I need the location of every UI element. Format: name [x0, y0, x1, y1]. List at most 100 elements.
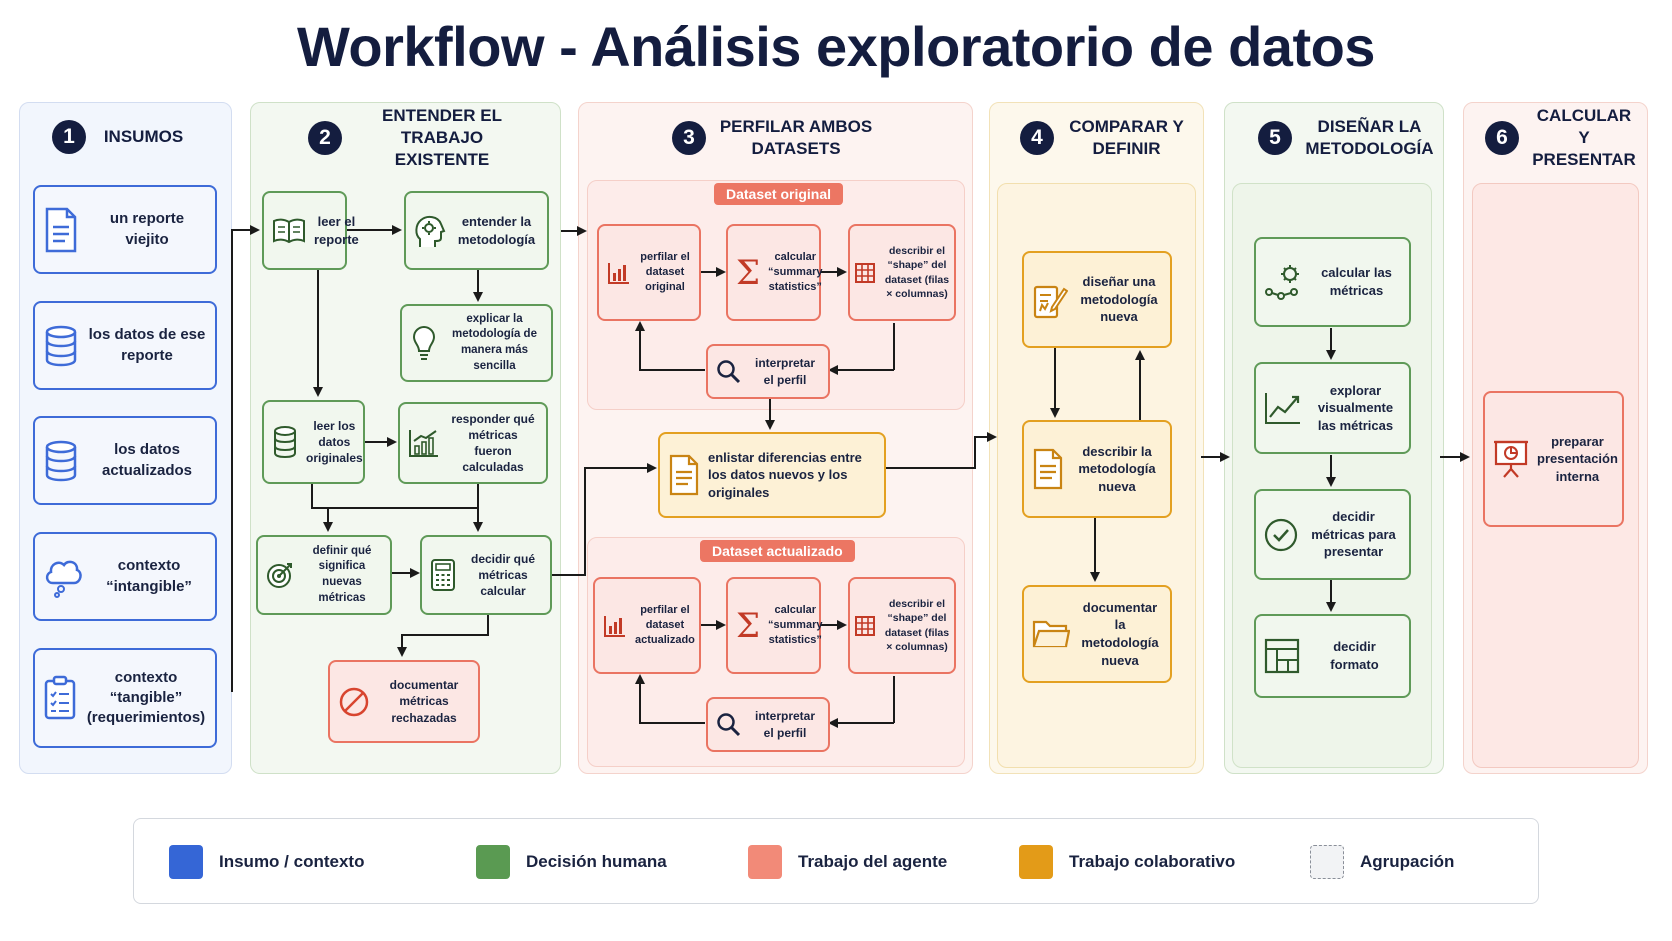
step-number: 4	[1020, 121, 1054, 155]
magnifier-icon	[716, 359, 742, 385]
column-header-2: 2 ENTENDER EL TRABAJO EXISTENTE	[308, 106, 548, 169]
line-chart-icon	[1264, 391, 1302, 425]
thought-cloud-icon	[43, 555, 83, 599]
legend-item-agrupacion: Agrupación	[1310, 845, 1454, 879]
sigma-icon: Σ	[736, 252, 761, 293]
node-label: explicar la metodología de manera más se…	[452, 312, 537, 372]
definir-significa-node[interactable]: definir qué significa nuevas métricas	[256, 535, 392, 615]
node-label: calcular “summary statistics”	[768, 604, 823, 646]
column-title: PERFILAR AMBOS DATASETS	[719, 117, 873, 158]
insumo-label: contexto “tangible” (requerimientos)	[86, 668, 206, 727]
decidir-presentar-node[interactable]: decidir métricas para presentar	[1254, 489, 1411, 580]
clipboard-icon	[43, 675, 77, 721]
legend: Insumo / contexto Decisión humana Trabaj…	[133, 818, 1539, 904]
column-header-5: 5 DISEÑAR LA METODOLOGÍA	[1258, 116, 1438, 160]
column-title: CALCULAR Y PRESENTAR	[1532, 106, 1636, 169]
database-icon	[272, 425, 298, 459]
legend-item-insumo: Insumo / contexto	[169, 845, 364, 879]
calcular-summary-original-node[interactable]: Σ calcular “summary statistics”	[726, 224, 823, 321]
legend-item-decision: Decisión humana	[476, 845, 667, 879]
magnifier-icon	[716, 712, 742, 738]
explorar-metricas-node[interactable]: explorar visualmente las métricas	[1254, 362, 1411, 454]
insumo-contexto-tangible[interactable]: contexto “tangible” (requerimientos)	[33, 648, 217, 748]
sigma-icon: Σ	[736, 605, 761, 646]
node-label: documentar la metodología nueva	[1081, 599, 1159, 668]
node-label: decidir formato	[1330, 639, 1379, 672]
presentation-board-icon	[1493, 439, 1529, 479]
node-label: interpretar el perfil	[754, 709, 816, 740]
document-icon	[43, 207, 79, 253]
dataset-actualizado-pill: Dataset actualizado	[700, 540, 855, 562]
node-label: explorar visualmente las métricas	[1317, 382, 1394, 433]
insumo-contexto-intangible[interactable]: contexto “intangible”	[33, 532, 217, 621]
target-icon	[266, 561, 294, 589]
page-title: Workflow - Análisis exploratorio de dato…	[297, 15, 1375, 78]
calcular-summary-actualizado-node[interactable]: Σ calcular “summary statistics”	[726, 577, 823, 674]
layout-icon	[1264, 638, 1300, 674]
disenar-metodologia-node[interactable]: diseñar una metodología nueva	[1022, 251, 1172, 348]
prohibited-icon	[338, 686, 370, 718]
legend-swatch	[476, 845, 510, 879]
step-number: 1	[52, 120, 86, 154]
node-label: perfilar el dataset original	[640, 251, 690, 293]
check-circle-icon	[1264, 518, 1298, 552]
node-label: leer los datos originales	[306, 418, 363, 466]
legend-label: Decisión humana	[526, 852, 667, 871]
interpretar-actualizado-node[interactable]: interpretar el perfil	[706, 697, 830, 752]
perfilar-original-node[interactable]: perfilar el dataset original	[597, 224, 701, 321]
head-gear-icon	[414, 213, 446, 249]
chart-up-icon	[408, 428, 440, 458]
insumo-label: los datos de ese reporte	[88, 326, 206, 364]
node-label: decidir qué métricas calcular	[470, 551, 535, 599]
leer-datos-node[interactable]: leer los datos originales	[262, 400, 365, 484]
enlistar-diferencias-node[interactable]: enlistar diferencias entre los datos nue…	[658, 432, 886, 518]
column-header-4: 4 COMPARAR Y DEFINIR	[1020, 116, 1200, 160]
insumo-reporte[interactable]: un reporte viejito	[33, 185, 217, 274]
calculator-icon	[430, 558, 456, 592]
leer-reporte-node[interactable]: leer el reporte	[262, 191, 359, 270]
node-label: definir qué significa nuevas métricas	[312, 544, 372, 604]
documentar-rechazadas-node[interactable]: documentar métricas rechazadas	[328, 660, 480, 743]
node-label: preparar presentación interna	[1537, 433, 1618, 484]
node-label: describir la metodología nueva	[1078, 443, 1156, 494]
column-header-6: 6 CALCULAR Y PRESENTAR	[1485, 106, 1645, 169]
insumo-datos-reporte[interactable]: los datos de ese reporte	[33, 301, 217, 390]
legend-label: Agrupación	[1360, 852, 1455, 871]
describir-shape-actualizado-node[interactable]: describir el “shape” del dataset (filas …	[848, 577, 956, 674]
entender-metodologia-node[interactable]: entender la metodología	[404, 191, 549, 270]
interpretar-original-node[interactable]: interpretar el perfil	[706, 344, 830, 399]
decidir-metricas-node[interactable]: decidir qué métricas calcular	[420, 535, 552, 615]
step-number: 3	[672, 121, 706, 155]
responder-metricas-node[interactable]: responder qué métricas fueron calculadas	[398, 402, 548, 484]
legend-label: Insumo / contexto	[219, 852, 365, 871]
column-title: ENTENDER EL TRABAJO EXISTENTE	[382, 106, 502, 169]
gear-network-icon	[1264, 262, 1304, 302]
perfilar-actualizado-node[interactable]: perfilar el dataset actualizado	[593, 577, 701, 674]
database-icon	[43, 440, 79, 482]
describir-metodologia-node[interactable]: describir la metodología nueva	[1022, 420, 1172, 518]
explicar-metodologia-node[interactable]: explicar la metodología de manera más se…	[400, 304, 553, 382]
insumo-label: un reporte viejito	[109, 210, 185, 248]
decidir-formato-node[interactable]: decidir formato	[1254, 614, 1411, 698]
column-title: INSUMOS	[103, 127, 184, 146]
insumo-datos-actualizados[interactable]: los datos actualizados	[33, 416, 217, 505]
node-label: entender la metodología	[457, 213, 536, 247]
legend-item-colaborativo: Trabajo colaborativo	[1019, 845, 1235, 879]
column-header-1: 1 INSUMOS	[52, 120, 222, 154]
insumo-label: los datos actualizados	[101, 441, 193, 479]
dataset-original-pill: Dataset original	[714, 183, 844, 205]
node-label: documentar métricas rechazadas	[389, 678, 459, 725]
column-title: DISEÑAR LA METODOLOGÍA	[1305, 117, 1434, 158]
documentar-metodologia-node[interactable]: documentar la metodología nueva	[1022, 585, 1172, 683]
calcular-metricas-node[interactable]: calcular las métricas	[1254, 237, 1411, 327]
document-icon	[1032, 448, 1064, 490]
database-icon	[43, 325, 79, 367]
node-label: calcular “summary statistics”	[768, 251, 823, 293]
describir-shape-original-node[interactable]: describir el “shape” del dataset (filas …	[848, 224, 956, 321]
preparar-presentacion-node[interactable]: preparar presentación interna	[1483, 391, 1624, 527]
column-header-3: 3 PERFILAR AMBOS DATASETS	[672, 116, 902, 160]
document-list-icon	[668, 454, 700, 496]
table-grid-icon	[854, 262, 876, 284]
pencil-document-icon	[1032, 281, 1068, 319]
